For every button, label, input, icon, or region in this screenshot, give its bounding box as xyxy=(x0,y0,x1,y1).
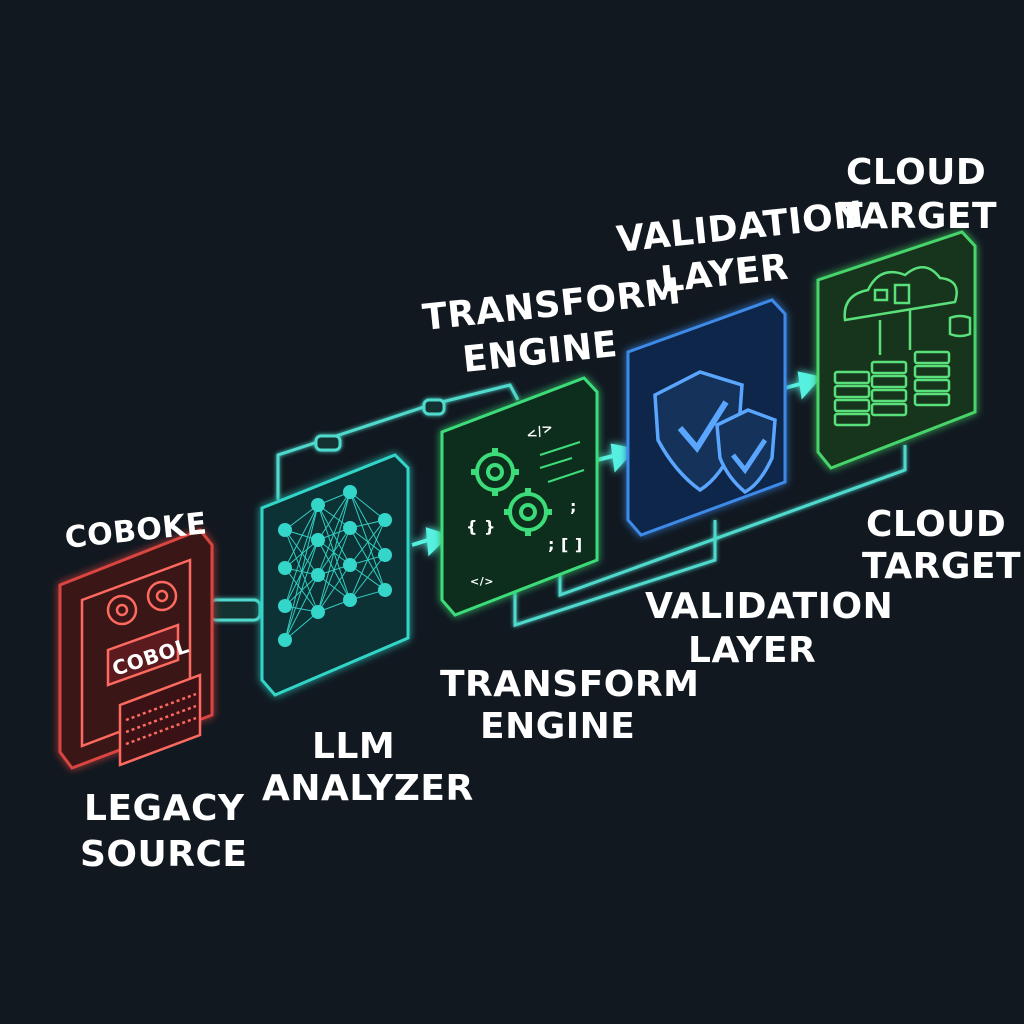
server-unit xyxy=(833,412,871,427)
nn-edge xyxy=(284,529,319,576)
server-unit xyxy=(913,364,951,379)
nn-edge xyxy=(317,491,351,613)
nn-node xyxy=(311,533,325,547)
nn-node xyxy=(311,568,325,582)
server-unit xyxy=(870,360,908,375)
server-unit xyxy=(870,374,908,389)
nn-edge xyxy=(284,504,319,607)
cloud-bottom-label-1: CLOUD xyxy=(866,504,1006,545)
connector-pipes xyxy=(208,383,907,628)
transform-bottom-label-2: ENGINE xyxy=(480,706,635,747)
transform-bottom-label-1: TRANSFORM xyxy=(440,664,699,705)
nn-edge xyxy=(284,504,319,569)
nn-edge xyxy=(284,539,319,641)
tape-drive-icon xyxy=(80,558,202,767)
server-unit xyxy=(913,378,951,393)
nn-edge xyxy=(284,504,319,641)
server-unit xyxy=(870,402,908,417)
label-transform-bottom: TRANSFORM ENGINE xyxy=(440,664,699,747)
nn-edge xyxy=(349,527,386,556)
cloud-bottom-label-2: TARGET xyxy=(862,546,1021,587)
nn-edge xyxy=(349,554,386,601)
analyzer-label-1: LLM xyxy=(312,726,395,767)
nn-node xyxy=(378,513,392,527)
cloud-top-label-1: CLOUD xyxy=(846,152,986,193)
nn-edge xyxy=(349,519,386,566)
cloud-top-label-2: TARGET xyxy=(838,196,997,237)
label-validation-bottom: VALIDATION LAYER xyxy=(645,586,893,671)
nn-node xyxy=(278,599,292,613)
label-analyzer: LLM ANALYZER xyxy=(262,726,474,809)
nn-node xyxy=(378,548,392,562)
nn-node xyxy=(343,485,357,499)
analyzer-label-2: ANALYZER xyxy=(262,768,474,809)
nn-edge xyxy=(317,504,351,566)
neural-network-nodes xyxy=(278,485,392,647)
nn-node xyxy=(343,593,357,607)
cloud-server-icon xyxy=(833,266,972,427)
nn-edge xyxy=(349,519,386,601)
code-semicolon-glyph: ; xyxy=(570,497,577,516)
gears-icon xyxy=(471,441,585,536)
pipe-coupler xyxy=(314,434,342,452)
nn-edge xyxy=(284,611,319,641)
top-pipe xyxy=(276,383,520,500)
server-unit xyxy=(913,392,951,407)
legacy-bottom-label-2: SOURCE xyxy=(80,834,248,875)
nn-edge xyxy=(317,491,351,541)
nn-edge xyxy=(284,574,319,641)
validation-bottom-label-2: LAYER xyxy=(688,630,816,671)
legacy-bottom-label-1: LEGACY xyxy=(84,788,245,829)
nn-node xyxy=(343,558,357,572)
llm-analyzer-panel xyxy=(260,453,410,697)
bottom-pipe-2 xyxy=(558,445,907,598)
nn-node xyxy=(311,605,325,619)
pipe-coupler xyxy=(422,398,446,416)
server-unit xyxy=(870,388,908,403)
label-legacy-bottom: LEGACY SOURCE xyxy=(80,788,248,875)
validation-top-label-2: LAYER xyxy=(659,247,791,301)
label-cloud-top: CLOUD TARGET xyxy=(838,152,997,237)
nn-node xyxy=(278,523,292,537)
nn-edge xyxy=(317,564,351,613)
server-unit xyxy=(913,350,951,365)
label-cloud-bottom: CLOUD TARGET xyxy=(862,504,1021,587)
transform-top-label-1: TRANSFORM xyxy=(421,271,683,339)
nn-edge xyxy=(349,491,386,521)
nn-node xyxy=(278,561,292,575)
neural-network-icon xyxy=(284,491,386,641)
nn-node xyxy=(278,633,292,647)
nn-node xyxy=(343,521,357,535)
nn-edge xyxy=(317,527,351,613)
server-unit xyxy=(833,384,871,399)
code-braces-glyph: { } xyxy=(466,517,496,536)
validation-bottom-label-1: VALIDATION xyxy=(645,586,893,627)
nn-edge xyxy=(317,491,351,576)
server-unit xyxy=(833,370,871,385)
code-small-tag-glyph: </> xyxy=(470,575,494,588)
server-unit xyxy=(833,398,871,413)
nn-node xyxy=(311,498,325,512)
legacy-pipe xyxy=(208,598,262,622)
shield-check-icon xyxy=(653,370,777,495)
nn-node xyxy=(378,583,392,597)
cloud-target-panel xyxy=(816,230,977,470)
code-brackets-glyph: ; [ ] xyxy=(548,535,583,554)
